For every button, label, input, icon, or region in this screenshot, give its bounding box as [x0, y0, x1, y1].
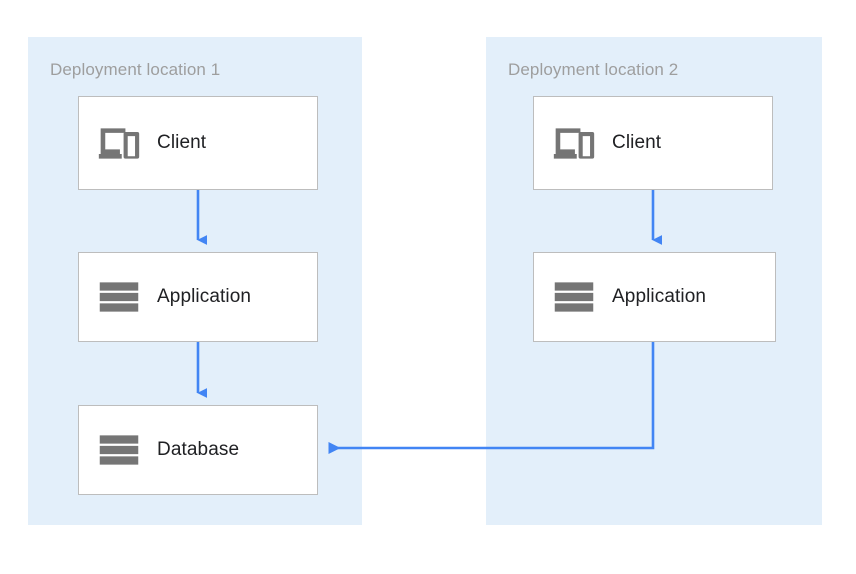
- node-client-1[interactable]: Client: [78, 96, 318, 190]
- node-client-2[interactable]: Client: [533, 96, 773, 190]
- node-client-2-label: Client: [612, 132, 662, 153]
- deployment-zone-2-title: Deployment location 2: [508, 60, 679, 79]
- node-application-2[interactable]: Application: [533, 252, 776, 342]
- server-stack-icon: [99, 282, 139, 312]
- deployment-zone-1-title: Deployment location 1: [50, 60, 221, 79]
- client-devices-icon: [98, 128, 140, 159]
- server-stack-icon: [554, 282, 594, 312]
- node-application-1[interactable]: Application: [78, 252, 318, 342]
- client-devices-icon: [553, 128, 595, 159]
- node-database-1-label: Database: [157, 439, 240, 460]
- node-database-1[interactable]: Database: [78, 405, 318, 495]
- server-stack-icon: [99, 435, 139, 465]
- node-application-1-label: Application: [157, 286, 252, 307]
- node-client-1-label: Client: [157, 132, 207, 153]
- node-application-2-label: Application: [612, 286, 707, 307]
